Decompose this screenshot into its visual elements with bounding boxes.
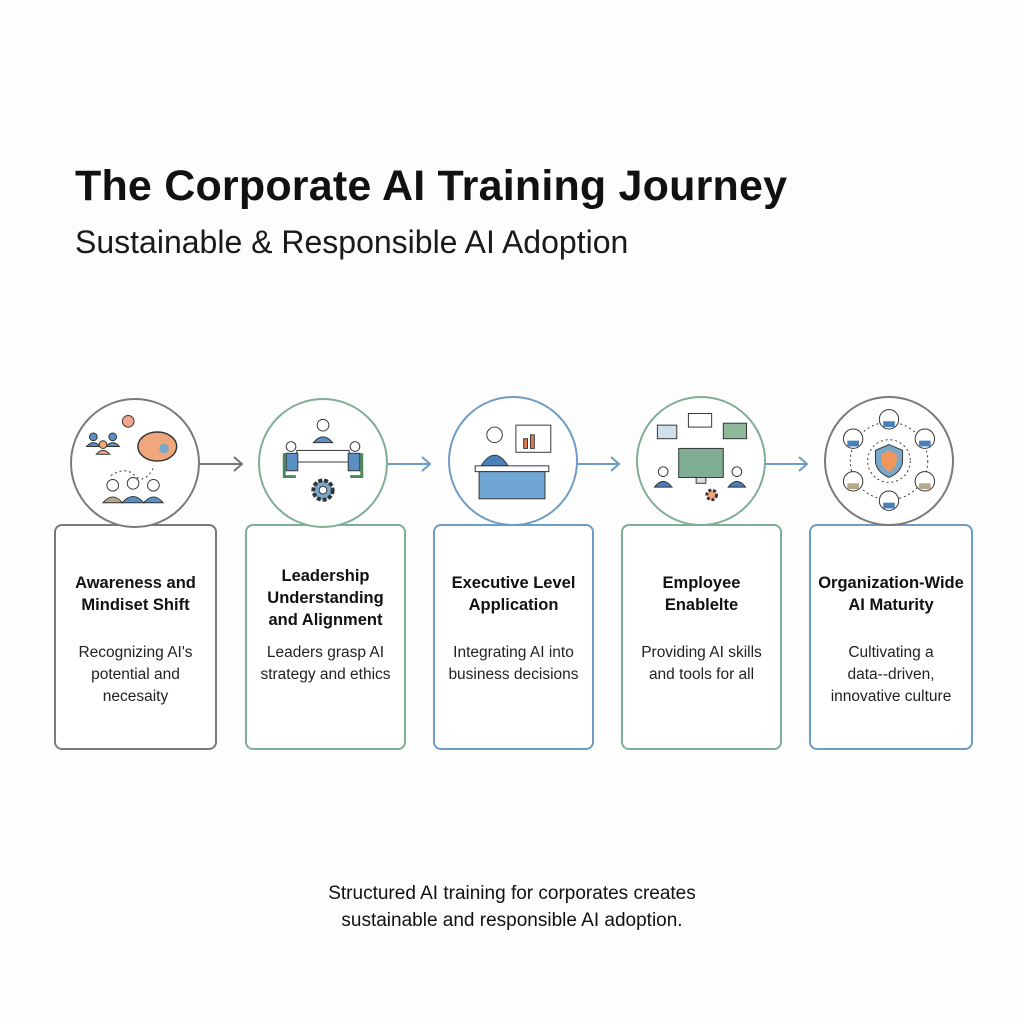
stage-card-awareness: Awareness and Mindiset Shift Recognizing…: [54, 524, 217, 750]
brain-lightbulb-people-icon: [70, 398, 200, 528]
arrow-right-icon: [577, 456, 621, 472]
stage-card-employee: Employee Enablelte Providing AI skills a…: [621, 524, 782, 750]
computer-network-people-icon: [636, 396, 766, 526]
meeting-table-gear-icon: [258, 398, 388, 528]
shield-people-network-icon: [824, 396, 954, 526]
stage-description: Integrating AI into business decisions: [448, 644, 579, 683]
stage-description: Leaders grasp AI strategy and ethics: [260, 644, 391, 683]
footer-caption: Structured AI training for corporates cr…: [0, 880, 1024, 934]
stage-card-executive: Executive Level Application Integrating …: [433, 524, 594, 750]
stage-card-leadership: Leadership Understanding and Alignment L…: [245, 524, 406, 750]
stage-title: Leadership Understanding and Alignment: [267, 567, 384, 629]
stage-title: Awareness and Mindiset Shift: [75, 574, 196, 614]
executive-desk-chart-icon: [448, 396, 578, 526]
stage-card-organization: Organization-Wide AI Maturity Cultivatin…: [809, 524, 973, 750]
stage-description: Cultivating a data--driven, innovative c…: [830, 644, 952, 705]
footer-line-2: sustainable and responsible AI adoption.: [341, 910, 683, 931]
footer-line-1: Structured AI training for corporates cr…: [328, 883, 696, 904]
stage-description: Providing AI skills and tools for all: [641, 644, 762, 683]
stage-title: Executive Level Application: [451, 574, 576, 614]
page-subtitle: Sustainable & Responsible AI Adoption: [75, 224, 629, 260]
page-title: The Corporate AI Training Journey: [75, 162, 788, 210]
arrow-right-icon: [388, 456, 432, 472]
arrow-right-icon: [200, 456, 244, 472]
stage-title: Organization-Wide AI Maturity: [818, 574, 964, 614]
arrow-right-icon: [765, 456, 809, 472]
stage-description: Recognizing AI's potential and necesaity: [78, 644, 193, 705]
stage-title: Employee Enablelte: [662, 574, 741, 614]
